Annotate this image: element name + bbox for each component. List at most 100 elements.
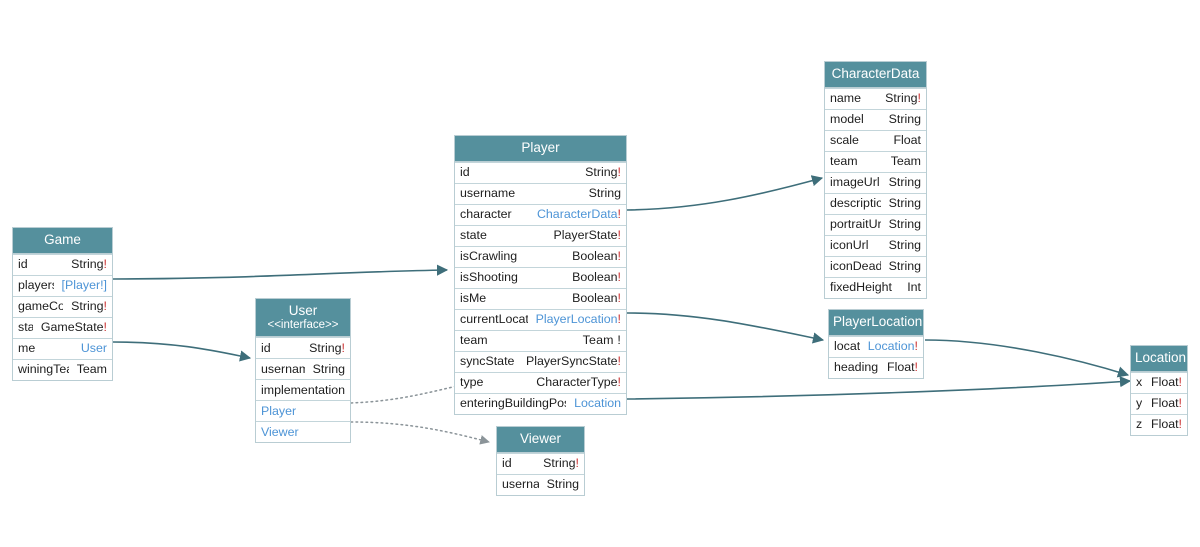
entity-player-title: Player (455, 136, 626, 162)
field-row[interactable]: id String! (455, 161, 626, 183)
field-row[interactable]: isMe Boolean! (455, 287, 626, 309)
field-type: CharacterData! (536, 207, 621, 222)
field-name: type (460, 375, 484, 390)
field-row[interactable]: y Float! (1131, 392, 1187, 414)
field-row[interactable]: model String (825, 108, 926, 130)
field-name: portraitUrl (830, 217, 881, 232)
field-row[interactable]: portraitUrl String (825, 213, 926, 235)
field-name: iconUrl (830, 238, 869, 253)
field-name: heading (834, 360, 879, 375)
field-name: me (18, 341, 36, 356)
entity-player-location[interactable]: PlayerLocation location Location! headin… (828, 309, 924, 379)
field-row[interactable]: character CharacterData! (455, 203, 626, 225)
field-type: String (888, 112, 921, 127)
field-type: String (888, 217, 921, 232)
field-row[interactable]: id String! (13, 253, 112, 275)
field-name: winingTeam (18, 362, 69, 377)
entity-character-data[interactable]: CharacterData name String! model String … (824, 61, 927, 299)
field-type: String (888, 259, 921, 274)
field-row[interactable]: heading Float! (829, 356, 923, 378)
entity-player[interactable]: Player id String! username String charac… (454, 135, 627, 415)
entity-game[interactable]: Game id String! players [Player!] gameCo… (12, 227, 113, 381)
field-name: x (1136, 375, 1143, 390)
field-type: Location! (867, 339, 918, 354)
field-name: team (460, 333, 488, 348)
edge-playerlocation-location-to-location (924, 339, 1130, 378)
field-name: description (830, 196, 881, 211)
field-type: String! (309, 340, 345, 355)
field-row[interactable]: type CharacterType! (455, 371, 626, 393)
field-row[interactable]: team Team ! (455, 329, 626, 351)
field-row[interactable]: currentLocation PlayerLocation! (455, 308, 626, 330)
field-name: character (460, 207, 512, 222)
field-row[interactable]: iconUrl String (825, 234, 926, 256)
field-row[interactable]: z Float! (1131, 413, 1187, 435)
field-type: Float! (1151, 396, 1182, 411)
field-name: players (18, 278, 54, 293)
field-type: Float (893, 133, 921, 148)
entity-viewer-title: Viewer (497, 427, 584, 453)
field-type: Float! (1151, 417, 1182, 432)
field-row[interactable]: winingTeam Team (13, 358, 112, 380)
field-row[interactable]: description String (825, 192, 926, 214)
implementation-viewer[interactable]: Viewer (256, 421, 350, 443)
field-name: id (460, 165, 470, 180)
field-type: String (588, 186, 621, 201)
field-row[interactable]: team Team (825, 150, 926, 172)
field-type: PlayerState! (553, 228, 621, 243)
field-name: location (834, 339, 860, 354)
field-type: GameState! (40, 320, 107, 335)
field-row[interactable]: scale Float (825, 129, 926, 151)
field-row[interactable]: me User (13, 337, 112, 359)
field-type: User (80, 341, 107, 356)
implementation-name: Viewer (261, 424, 299, 439)
field-row[interactable]: location Location! (829, 335, 923, 357)
field-row[interactable]: username String (497, 473, 584, 495)
field-row[interactable]: username String (256, 358, 350, 380)
field-row[interactable]: iconDeadUrl String (825, 255, 926, 277)
field-row[interactable]: username String (455, 182, 626, 204)
field-row[interactable]: state GameState! (13, 316, 112, 338)
field-name: isShooting (460, 270, 518, 285)
field-row[interactable]: state PlayerState! (455, 224, 626, 246)
field-type: Team (890, 154, 921, 169)
field-type: String! (543, 456, 579, 471)
field-type: String (546, 477, 579, 492)
field-row[interactable]: enteringBuildingPosition Location (455, 392, 626, 414)
entity-location[interactable]: Location x Float! y Float! z Float! (1130, 345, 1188, 436)
field-name: id (18, 257, 28, 272)
edge-player-enteringbuildingposition-to-location (626, 376, 1132, 400)
field-row[interactable]: isShooting Boolean! (455, 266, 626, 288)
field-row[interactable]: syncState PlayerSyncState! (455, 350, 626, 372)
edge-game-players-to-player (112, 264, 449, 280)
field-row[interactable]: imageUrl String (825, 171, 926, 193)
implementation-player[interactable]: Player (256, 400, 350, 422)
field-name: y (1136, 396, 1143, 411)
field-row[interactable]: players [Player!] (13, 274, 112, 296)
entity-user-title: User <<interface>> (256, 299, 350, 338)
field-row[interactable]: isCrawling Boolean! (455, 245, 626, 267)
field-type: Float! (1151, 375, 1182, 390)
entity-viewer[interactable]: Viewer id String! username String (496, 426, 585, 496)
entity-player-location-title: PlayerLocation (829, 310, 923, 336)
field-row[interactable]: fixedHeight Int (825, 276, 926, 298)
field-name: username (502, 477, 539, 492)
edge-user-implements-viewer (350, 421, 490, 445)
field-name: scale (830, 133, 859, 148)
field-type: String! (885, 91, 921, 106)
entity-user-stereotype: <<interface>> (267, 318, 339, 331)
edge-player-currentlocation-to-playerlocation (626, 312, 825, 344)
field-row[interactable]: id String! (256, 337, 350, 359)
entity-user-name: User (288, 303, 318, 318)
field-name: team (830, 154, 858, 169)
field-row[interactable]: name String! (825, 87, 926, 109)
field-name: id (502, 456, 512, 471)
field-name: gameCode (18, 299, 64, 314)
field-row[interactable]: x Float! (1131, 371, 1187, 393)
field-row[interactable]: id String! (497, 452, 584, 474)
field-type: Team ! (582, 333, 621, 348)
field-row[interactable]: gameCode String! (13, 295, 112, 317)
entity-game-title: Game (13, 228, 112, 254)
entity-user[interactable]: User <<interface>> id String! username S… (255, 298, 351, 444)
field-type: Float! (887, 360, 918, 375)
